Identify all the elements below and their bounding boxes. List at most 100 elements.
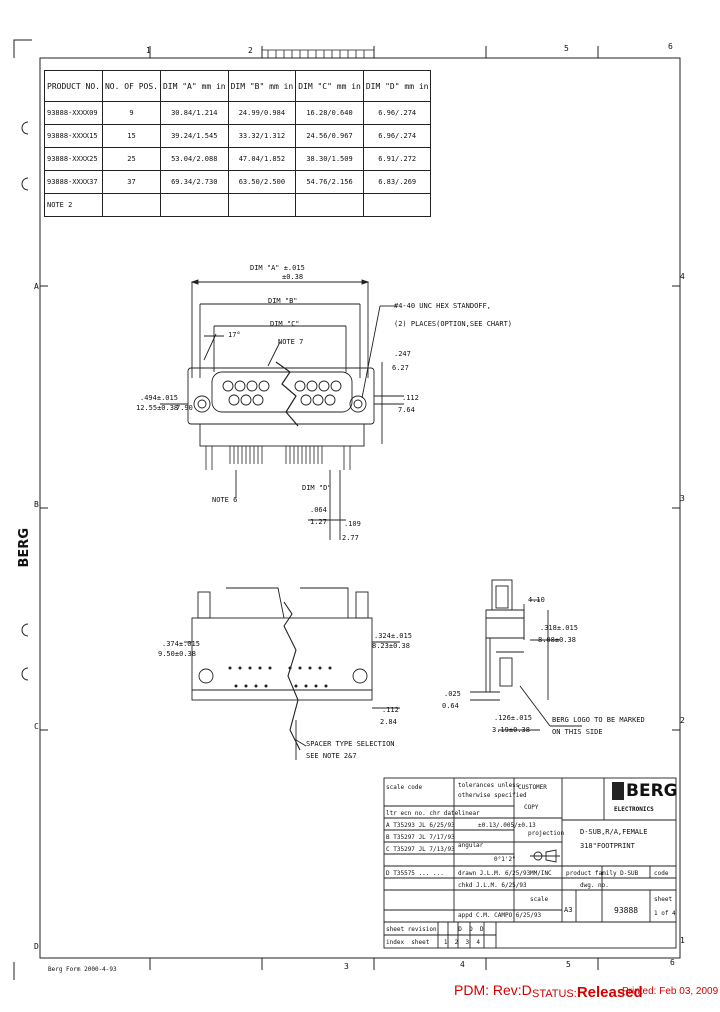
- tb-linear-val: ±0.13/.005/±0.13: [478, 822, 536, 829]
- tb-index-row: index sheet 1 2 3 4: [386, 939, 481, 946]
- tb-linear: linear: [458, 810, 480, 817]
- side-berg-logo: BERG: [17, 528, 32, 568]
- left-dim-790: 7.90: [176, 404, 193, 412]
- cell: 93888-XXXX37: [44, 170, 103, 194]
- side-025: .025: [444, 690, 461, 698]
- tb-scale-code: scale code: [386, 784, 423, 791]
- table-row: 93888-XXXX15 15 39.24/1.545 33.32/1.312 …: [44, 124, 432, 148]
- zone-bottom-3: 3: [344, 962, 349, 971]
- tb-company: BERG: [626, 781, 678, 801]
- zone-left-c: C: [34, 722, 39, 731]
- zone-top-2: 2: [248, 46, 253, 55]
- tb-product-family: product family D-SUB: [566, 870, 639, 877]
- tb-sheet-row: sheet revision D D D: [386, 926, 484, 933]
- bottom-left-dim: .374±.015: [162, 640, 200, 648]
- dim-d-label: DIM "D": [302, 484, 332, 492]
- tb-angular-val: 0°1'2": [494, 856, 516, 863]
- cell: 39.24/1.545: [159, 124, 229, 148]
- cell: 6.83/.269: [362, 170, 432, 194]
- cell: 24.99/0.984: [227, 101, 297, 125]
- cell: 15: [101, 124, 161, 148]
- side-064: 0.64: [442, 702, 459, 710]
- right-dim-247: .247: [394, 350, 411, 358]
- dim-b-label: DIM "B": [268, 297, 298, 305]
- header-dim-d: DIM "D" mm in: [362, 70, 432, 102]
- table-note: NOTE 2: [44, 193, 103, 217]
- tb-size: A3: [564, 906, 573, 914]
- zone-left-a: A: [34, 282, 39, 291]
- cell: 37: [101, 170, 161, 194]
- right-dim-112: .112: [402, 394, 419, 402]
- bottom-right-dim: .324±.015: [374, 632, 412, 640]
- side-125: .126±.015: [494, 714, 532, 722]
- tb-sheet: sheet: [654, 896, 673, 903]
- zone-top-6: 6: [668, 42, 673, 51]
- dim-c-label: DIM "C": [270, 320, 300, 328]
- tb-code-label: code: [654, 870, 669, 877]
- zone-top-5: 5: [564, 44, 569, 53]
- cell: 93888-XXXX09: [44, 101, 103, 125]
- spacer-note-1: SPACER TYPE SELECTION: [306, 740, 395, 748]
- left-dim-metric: 12.55±0.38: [136, 404, 179, 412]
- header-dim-a: DIM "A" mm in: [159, 70, 229, 102]
- dim-109: .109: [344, 520, 361, 528]
- table-row: 93888-XXXX09 9 30.84/1.214 24.99/0.984 1…: [44, 101, 432, 125]
- table-row: 93888-XXXX37 37 69.34/2.730 63.50/2.500 …: [44, 170, 432, 194]
- angle-label: 17°: [228, 331, 241, 339]
- tb-rev-a: A T35293 JL 6/25/93: [386, 822, 455, 829]
- zone-left-b: B: [34, 500, 39, 509]
- side-410: 4.10: [528, 596, 545, 604]
- berg-logo-note-2: ON THIS SIDE: [552, 728, 603, 736]
- cell: 93888-XXXX15: [44, 124, 103, 148]
- tb-title-1: D-SUB,R/A,FEMALE: [580, 828, 648, 836]
- header-product-no: PRODUCT NO.: [44, 70, 103, 102]
- cell: 25: [101, 147, 161, 171]
- note6-label: NOTE 6: [212, 496, 238, 504]
- cell: 53.04/2.088: [159, 147, 229, 171]
- tb-company-sub: ELECTRONICS: [614, 806, 654, 813]
- cell: 6.91/.272: [362, 147, 432, 171]
- spacer-note-2: SEE NOTE 2&7: [306, 752, 357, 760]
- zone-right-4: 4: [680, 272, 685, 281]
- dim-127: 1.27: [310, 518, 327, 526]
- tb-ltr-header: ltr ecn no. chr date: [386, 810, 459, 817]
- cell: 30.84/1.214: [159, 101, 229, 125]
- zone-right-3: 3: [680, 494, 685, 503]
- left-dim: .494±.015: [140, 394, 178, 402]
- tb-rev-c: C T35297 JL 7/13/93: [386, 846, 455, 853]
- zone-bottom-5: 5: [566, 960, 571, 969]
- tb-checked: chkd J.L.M. 6/25/93: [458, 882, 527, 889]
- cell: 9: [101, 101, 161, 125]
- berg-logo-mark: [612, 782, 624, 800]
- printed-date: Printed: Feb 03, 2009: [622, 986, 719, 997]
- cell: 63.50/2.500: [227, 170, 297, 194]
- zone-left-d: D: [34, 942, 39, 951]
- cell: 47.04/1.852: [227, 147, 297, 171]
- cell: 24.56/0.967: [295, 124, 364, 148]
- tb-mm-in: MM/INC: [530, 870, 552, 877]
- tb-angular: angular: [458, 842, 484, 849]
- bottom-112: .112: [382, 706, 399, 714]
- cell: 38.30/1.509: [295, 147, 364, 171]
- header-dim-c: DIM "C" mm in: [295, 70, 364, 102]
- zone-right-2: 2: [680, 716, 685, 725]
- tb-scale-label: scale: [530, 896, 549, 903]
- tb-projection: projection: [528, 830, 565, 837]
- tb-dwg-val: 93888: [614, 906, 639, 915]
- header-dim-b: DIM "B" mm in: [227, 70, 297, 102]
- dim-064: .064: [310, 506, 327, 514]
- cell: 93888-XXXX25: [44, 147, 103, 171]
- tb-dwg-no: dwg. no.: [580, 882, 609, 889]
- cell: 69.34/2.730: [159, 170, 229, 194]
- tb-approved: appd C.M. CAMPO 6/25/93: [458, 912, 542, 919]
- dim-277: 2.77: [342, 534, 359, 542]
- tb-drawn: drawn J.L.M. 6/25/93: [458, 870, 531, 877]
- zone-right-1: 1: [680, 936, 685, 945]
- table-row-note: NOTE 2: [44, 193, 432, 217]
- product-table: PRODUCT NO. NO. OF POS. DIM "A" mm in DI…: [44, 70, 432, 217]
- pdm-revision: PDM: Rev:D: [454, 982, 532, 998]
- tb-copy: COPY: [524, 804, 539, 811]
- cell: 16.28/0.640: [295, 101, 364, 125]
